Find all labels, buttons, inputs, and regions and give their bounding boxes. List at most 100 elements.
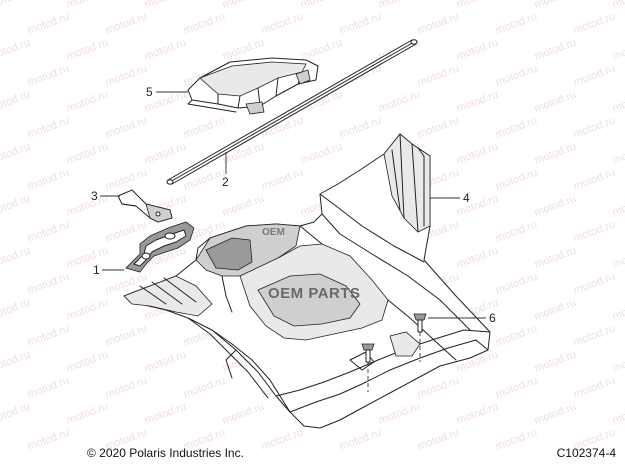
watermark-text: motod.ru	[299, 37, 344, 63]
watermark-text: motod.ru	[455, 89, 500, 115]
watermark-text: motod.ru	[416, 63, 461, 89]
watermark-text: motod.ru	[104, 219, 149, 245]
part-1-support-plate	[125, 221, 195, 273]
watermark-text: motod.ru	[494, 167, 539, 193]
watermark-text: motod.ru	[0, 349, 32, 375]
watermark-text: motod.ru	[65, 193, 110, 219]
watermark-text: motod.ru	[0, 297, 32, 323]
watermark-text: motod.ru	[416, 11, 461, 37]
watermark-text: motod.ru	[26, 115, 71, 141]
watermark-text: motod.ru	[143, 0, 188, 11]
watermark-text: motod.ru	[572, 115, 617, 141]
watermark-text: motod.ru	[143, 141, 188, 167]
watermark-text: motod.ru	[0, 0, 32, 11]
callout-4: 4	[430, 191, 470, 205]
watermark-text: motod.ru	[65, 401, 110, 427]
watermark-text: motod.ru	[104, 167, 149, 193]
watermark-text: motod.ru	[26, 271, 71, 297]
watermark-text: motod.ru	[572, 323, 617, 349]
callout-2-number: 2	[222, 175, 229, 189]
watermark-text: motod.ru	[65, 245, 110, 271]
watermark-text: motod.ru	[455, 401, 500, 427]
watermark-text: motod.ru	[494, 427, 539, 453]
watermark-text: motod.ru	[221, 141, 266, 167]
watermark-text: motod.ru	[104, 11, 149, 37]
watermark-text: motod.ru	[182, 375, 227, 401]
watermark-text: motod.ru	[455, 245, 500, 271]
copyright-notice: © 2020 Polaris Industries Inc.	[87, 446, 244, 460]
callout-2: 2	[222, 152, 229, 189]
watermark-text: motod.ru	[182, 11, 227, 37]
watermark-text: motod.ru	[65, 89, 110, 115]
watermark-text: motod.ru	[533, 401, 578, 427]
watermark-text: motod.ru	[611, 245, 625, 271]
watermark-text: motod.ru	[260, 167, 305, 193]
watermark-text: motod.ru	[0, 89, 32, 115]
watermark-text: motod.ru	[572, 219, 617, 245]
fastener-lower	[361, 343, 375, 392]
watermark-text: motod.ru	[572, 11, 617, 37]
watermark-text: motod.ru	[611, 297, 625, 323]
watermark-text: motod.ru	[260, 427, 305, 453]
watermark-text: motod.ru	[65, 349, 110, 375]
watermark-text: motod.ru	[0, 245, 32, 271]
watermark-text: motod.ru	[26, 11, 71, 37]
watermark-text: motod.ru	[260, 11, 305, 37]
watermark-text: motod.ru	[104, 323, 149, 349]
watermark-text: motod.ru	[26, 63, 71, 89]
watermark-text: motod.ru	[65, 0, 110, 11]
watermark-text: motod.ru	[338, 11, 383, 37]
part-3-bracket	[117, 189, 173, 223]
watermark-text: motod.ru	[533, 245, 578, 271]
watermark-text: motod.ru	[26, 323, 71, 349]
watermark-text: motod.ru	[0, 401, 32, 427]
watermark-text: motod.ru	[182, 115, 227, 141]
watermark-text: motod.ru	[533, 349, 578, 375]
watermark-text: motod.ru	[26, 375, 71, 401]
watermark-text: motod.ru	[455, 37, 500, 63]
watermark-text: motod.ru	[221, 0, 266, 11]
watermark-text: motod.ru	[338, 115, 383, 141]
callout-4-number: 4	[463, 191, 470, 205]
watermark-text: motod.ru	[143, 401, 188, 427]
watermark-text: motod.ru	[611, 349, 625, 375]
callout-3: 3	[91, 189, 120, 203]
watermark-text: motod.ru	[0, 193, 32, 219]
watermark-text: motod.ru	[611, 0, 625, 11]
watermark-text: motod.ru	[494, 323, 539, 349]
part-4-floor-panel: OEM OEM PARTS	[123, 133, 491, 429]
watermark-text: motod.ru	[104, 115, 149, 141]
part-2-rod	[166, 39, 418, 185]
watermark-text: motod.ru	[299, 0, 344, 11]
watermark-text: motod.ru	[533, 37, 578, 63]
watermark-text: motod.ru	[104, 375, 149, 401]
watermark-text: motod.ru	[26, 427, 71, 453]
watermark-text: motod.ru	[143, 349, 188, 375]
watermark-text: motod.ru	[533, 0, 578, 11]
brand-mark-main: OEM PARTS	[268, 285, 361, 302]
watermark-text: motod.ru	[533, 141, 578, 167]
watermark-text: motod.ru	[572, 167, 617, 193]
watermark-text: motod.ru	[65, 297, 110, 323]
part-6-fasteners	[361, 313, 427, 392]
watermark-text: motod.ru	[494, 219, 539, 245]
watermark-text: motod.ru	[494, 115, 539, 141]
watermark-text: motod.ru	[494, 271, 539, 297]
watermark-text: motod.ru	[416, 375, 461, 401]
watermark-text: motod.ru	[0, 141, 32, 167]
brand-mark-small: OEM	[262, 227, 285, 238]
watermark-text: motod.ru	[572, 375, 617, 401]
callout-1-number: 1	[93, 263, 100, 277]
callout-3-number: 3	[91, 189, 98, 203]
watermark-text: motod.ru	[572, 63, 617, 89]
watermark-text: motod.ru	[572, 271, 617, 297]
watermark-text: motod.ru	[611, 193, 625, 219]
watermark-text: motod.ru	[533, 89, 578, 115]
part-5-cover-panel	[187, 57, 319, 115]
callout-1: 1	[93, 263, 124, 277]
watermark-text: motod.ru	[299, 141, 344, 167]
watermark-text: motod.ru	[377, 89, 422, 115]
watermark-text: motod.ru	[377, 401, 422, 427]
watermark-text: motod.ru	[533, 193, 578, 219]
